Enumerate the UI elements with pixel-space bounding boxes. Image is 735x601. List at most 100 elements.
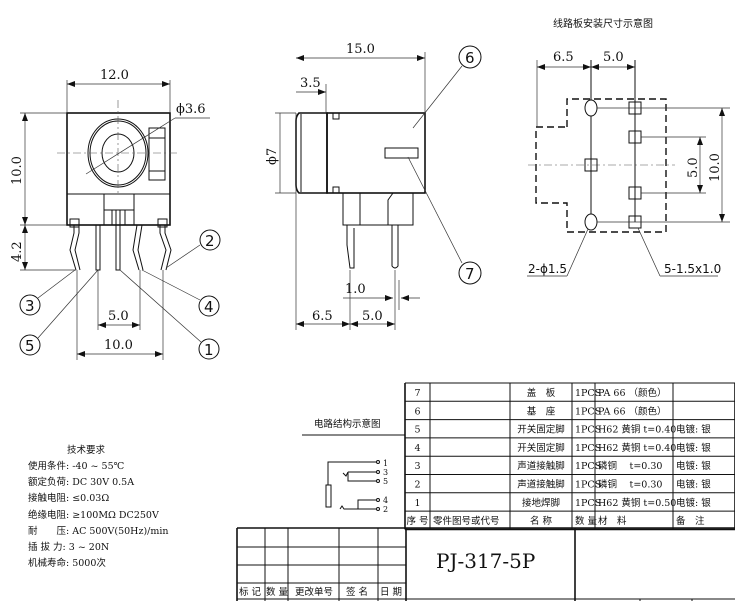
bom-cell-qty: 1PCS <box>575 388 601 399</box>
bom-cell-material: H62 黄铜 t=0.50 <box>598 497 676 509</box>
bom-cell-note: 电镀: 银 <box>676 479 711 491</box>
bom-cell-qty: 1PCS <box>575 443 601 454</box>
pad-label: 5-1.5x1.0 <box>664 262 721 276</box>
bom-cell-qty: 1PCS <box>575 461 601 472</box>
side-view: 15.0 3.5 ϕ7 1.0 6.5 5.0 6 7 <box>265 42 482 330</box>
bom-cell-qty: 1PCS <box>575 425 601 436</box>
bom-cell-material: PA 66 （颜色） <box>598 405 667 417</box>
tech-line: 绝缘电阻: ≥100MΩ DC250V <box>28 509 159 521</box>
tech-line: 接触电阻: ≤0.03Ω <box>28 492 109 504</box>
part-number: PJ-317-5P <box>436 549 535 573</box>
svg-text:4: 4 <box>204 298 214 316</box>
svg-text:5: 5 <box>25 337 35 355</box>
rev-header: 标 记 <box>239 586 262 598</box>
callout-7: 7 <box>458 261 482 285</box>
pcb-layout-view: 线路板安装尺寸示意图 6.5 5.0 10.0 5.0 2-ϕ1.5 5-1.5… <box>527 17 730 277</box>
bom-cell-note: 电镀: 银 <box>676 442 711 454</box>
dim-pin-pitch-inner: 5.0 <box>108 309 129 324</box>
bom-cell-name: 基 座 <box>527 405 556 417</box>
bom-cell-no: 5 <box>414 425 420 436</box>
dim-width: 12.0 <box>100 68 129 83</box>
mount-hole <box>584 213 598 231</box>
callout-1: 1 <box>198 338 220 360</box>
bom-cell-name: 开关固定脚 <box>517 424 565 436</box>
tech-line: 机械寿命: 5000次 <box>28 557 106 569</box>
callout-4: 4 <box>198 295 220 317</box>
bom-cell-material: PA 66 （颜色） <box>598 387 667 399</box>
rev-header: 更改单号 <box>295 586 333 598</box>
circuit-title: 电路结构示意图 <box>314 418 381 430</box>
tech-line: 额定负荷: DC 30V 0.5A <box>28 476 134 488</box>
bom-cell-name: 盖 板 <box>527 387 556 399</box>
callout-5: 5 <box>19 334 41 356</box>
bom-cell-no: 7 <box>414 388 420 399</box>
bom-cell-qty: 1PCS <box>575 406 601 417</box>
terminal-label: 3 <box>383 468 388 477</box>
bom-header-qty: 数 量 <box>575 515 598 527</box>
terminal-label: 5 <box>383 477 388 486</box>
circuit-diagram: 电路结构示意图 1 3 5 4 2 <box>302 418 405 514</box>
dim-pin-length: 4.2 <box>10 241 25 262</box>
dim-offset-b: 5.0 <box>362 309 383 324</box>
bom-header-no: 序 号 <box>406 515 428 527</box>
svg-text:6: 6 <box>465 49 475 67</box>
svg-text:3: 3 <box>25 297 35 315</box>
bom-cell-note: 电镀: 银 <box>676 424 711 436</box>
front-view: 12.0 ϕ3.6 10.0 4.2 5.0 10.0 2 3 4 5 1 <box>10 68 221 360</box>
svg-text:7: 7 <box>465 265 475 283</box>
pcb-dim-b: 5.0 <box>603 50 624 65</box>
pad <box>584 158 598 172</box>
bom-cell-no: 1 <box>414 498 420 509</box>
bom-cell-name: 开关固定脚 <box>517 442 565 454</box>
pcb-view-title: 线路板安装尺寸示意图 <box>553 17 653 30</box>
bom-cell-no: 4 <box>414 443 420 454</box>
callout-3: 3 <box>19 294 41 316</box>
bom-header-material: 材 料 <box>598 515 627 527</box>
svg-text:1: 1 <box>204 341 214 359</box>
dim-front: 3.5 <box>300 76 321 91</box>
bom-cell-no: 6 <box>414 406 420 417</box>
mount-hole <box>584 99 598 117</box>
dim-length: 15.0 <box>346 42 375 57</box>
hole-label: 2-ϕ1.5 <box>528 262 567 276</box>
bom-cell-material: 磷铜 t=0.30 <box>598 460 662 472</box>
callout-2: 2 <box>199 229 221 251</box>
tech-title: 技术要求 <box>67 444 106 456</box>
title-block: 标 记 数 量 更改单号 签 名 日 期 PJ-317-5P <box>236 527 735 601</box>
pcb-dim-a: 6.5 <box>553 50 574 65</box>
bom-cell-no: 2 <box>414 480 420 491</box>
terminal-label: 1 <box>383 459 388 468</box>
bom-cell-name: 声道接触脚 <box>517 479 565 491</box>
callout-6: 6 <box>458 45 482 69</box>
bom-header-code: 零件图号或代号 <box>433 515 500 527</box>
tech-line: 使用条件: -40 ~ 55℃ <box>28 460 125 472</box>
bom-cell-material: H62 黄铜 t=0.40 <box>598 442 676 454</box>
dim-pin-pitch-outer: 10.0 <box>104 338 133 353</box>
tech-requirements: 技术要求 使用条件: -40 ~ 55℃ 额定负荷: DC 30V 0.5A 接… <box>28 444 169 569</box>
tech-line: 耐 压: AC 500V(50Hz)/min <box>28 525 169 537</box>
rev-header: 数 量 <box>266 586 289 598</box>
bom-cell-note: 电镀: 银 <box>676 497 711 509</box>
dim-offset-a: 6.5 <box>312 309 333 324</box>
dim-height: 10.0 <box>10 156 25 185</box>
terminal-label: 4 <box>383 496 388 505</box>
bom-header-name: 名 称 <box>530 515 553 527</box>
tech-line: 插 拔 力: 3 ~ 20N <box>28 541 109 553</box>
terminal-label: 2 <box>383 505 388 514</box>
dim-diameter: ϕ7 <box>265 148 280 165</box>
bom-cell-name: 声道接触脚 <box>517 460 565 472</box>
bom-cell-no: 3 <box>414 461 420 472</box>
bom-cell-material: H62 黄铜 t=0.40 <box>598 424 676 436</box>
dim-pin-width: 1.0 <box>345 282 366 297</box>
bom-header-note: 备 注 <box>676 515 705 527</box>
bom-cell-qty: 1PCS <box>575 498 601 509</box>
pcb-dim-inner: 5.0 <box>686 157 701 178</box>
bom-cell-material: 磷铜 t=0.30 <box>598 479 662 491</box>
rev-header: 签 名 <box>346 586 368 598</box>
dim-hole: ϕ3.6 <box>176 102 206 117</box>
bom-cell-name: 接地焊脚 <box>522 497 560 509</box>
svg-text:2: 2 <box>205 232 215 250</box>
